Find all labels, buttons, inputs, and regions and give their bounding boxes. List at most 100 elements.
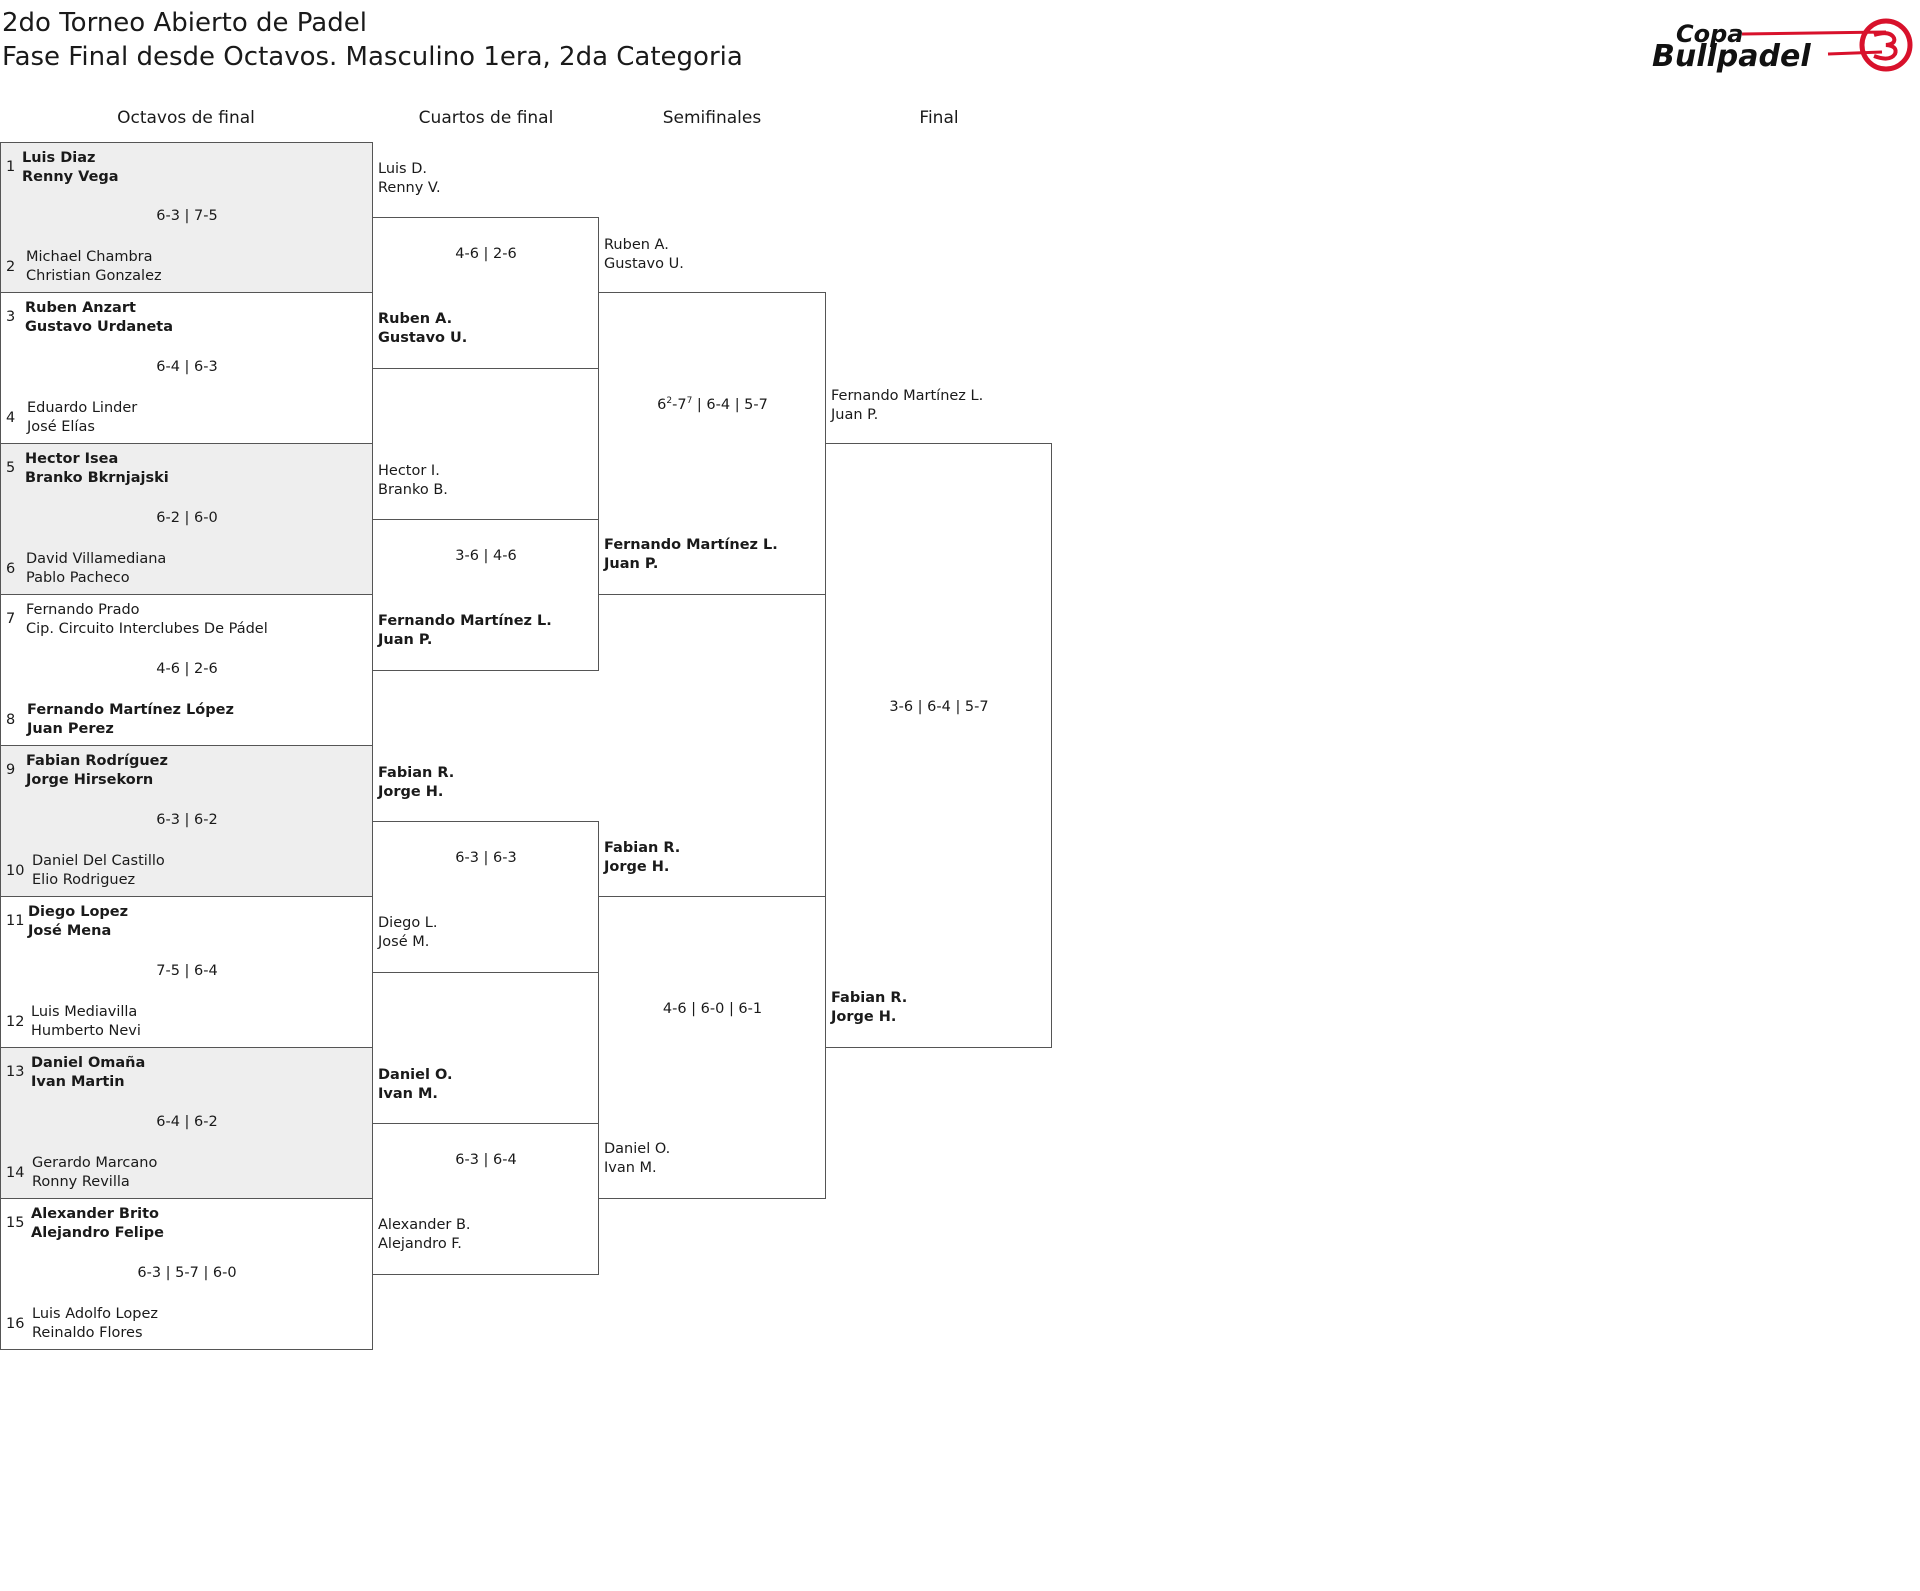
seed: 3 [6,309,16,325]
player-name: Daniel Omaña [31,1055,146,1071]
page-title: 2do Torneo Abierto de Padel [2,8,367,38]
match-score: 7-5 | 6-4 [156,963,218,979]
cuartos-2-top: Hector I. Branko B. [378,462,448,500]
player-name: Alejandro F. [378,1236,462,1252]
player-name: Fabian Rodríguez [26,753,168,769]
seed: 11 [6,913,25,929]
final-top: Fernando Martínez L. Juan P. [831,387,983,425]
page-subtitle: Fase Final desde Octavos. Masculino 1era… [2,42,743,72]
player-name: Luis D. [378,161,427,177]
match-score: 6-3 | 6-2 [156,812,218,828]
match-score: 4-6 | 6-0 | 6-1 [662,1001,763,1017]
match-score: 62-77 | 6-4 | 5-7 [657,396,768,413]
semis-1-top: Ruben A. Gustavo U. [604,236,684,274]
player-name: Ivan Martin [31,1074,125,1090]
player-name: Fernando Martínez López [27,702,234,718]
player-name: Jorge H. [378,784,444,800]
match-score: 6-3 | 6-3 [455,850,517,866]
player-name: Ruben A. [378,311,453,327]
player-name: Diego Lopez [28,904,129,920]
seed: 2 [6,259,16,275]
cuartos-4-top: Daniel O. Ivan M. [378,1066,452,1104]
round-header-final: Final [919,108,959,128]
player-name: Pablo Pacheco [26,570,130,586]
match-score: 6-4 | 6-3 [156,359,218,375]
player-name: Hector I. [378,463,440,479]
player-name: Juan P. [831,407,879,423]
player-name: Ruben Anzart [25,300,136,316]
match-cuartos-1: 4-6 | 2-6 Ruben A.Gustavo U. [372,217,599,369]
player-name: Fabian R. [378,765,455,781]
player-name: Alexander Brito [31,1206,159,1222]
player-name: Branko Bkrnjajski [25,470,169,486]
seed: 12 [6,1014,25,1030]
player-name: Gustavo U. [604,256,684,272]
player-name: Luis Adolfo Lopez [32,1306,158,1322]
round-header-cuartos: Cuartos de final [418,108,554,128]
player-name: Elio Rodriguez [32,872,136,888]
player-name: Christian Gonzalez [26,268,162,284]
player-name: Ronny Revilla [32,1174,130,1190]
player-name: Ivan M. [378,1086,438,1102]
match-score: 3-6 | 4-6 [455,548,517,564]
match-score: 6-3 | 6-4 [455,1152,517,1168]
player-name: Michael Chambra [26,249,153,265]
match-score: 6-3 | 7-5 [156,208,218,224]
player-name: Cip. Circuito Interclubes De Pádel [26,621,268,637]
player-name: Alejandro Felipe [31,1225,164,1241]
match-score: 6-2 | 6-0 [156,510,218,526]
seed: 16 [6,1316,25,1332]
player-name: Alexander B. [378,1217,471,1233]
player-name: Fernando Martínez L. [831,388,984,404]
player-name: Daniel O. [378,1067,453,1083]
player-name: Renny V. [378,180,441,196]
seed: 15 [6,1215,25,1231]
player-name: Juan Perez [27,721,114,737]
player-name: Jorge Hirsekorn [26,772,154,788]
player-name: Fernando Prado [26,602,140,618]
player-name: Humberto Nevi [31,1023,141,1039]
seed: 5 [6,460,16,476]
seed: 8 [6,712,16,728]
player-name: Juan P. [604,556,659,572]
player-name: Ruben A. [604,237,669,253]
player-name: Eduardo Linder [27,400,138,416]
match-final: 3-6 | 6-4 | 5-7 Fabian R. Jorge H. [825,443,1052,1048]
player-name: José Mena [28,923,112,939]
cuartos-3-top: Fabian R. Jorge H. [378,764,454,802]
player-name: José M. [378,934,430,950]
player-name: Branko B. [378,482,448,498]
match-score: 4-6 | 2-6 [455,246,517,262]
svg-text:Copa: Copa [1676,20,1743,48]
player-name: Renny Vega [22,169,119,185]
player-name: Juan P. [378,632,433,648]
match-score: 3-6 | 6-4 | 5-7 [889,699,989,715]
svg-text:Bullpadel: Bullpadel [1652,39,1811,74]
player-name: Fabian R. [831,990,908,1006]
match-cuartos-2: 3-6 | 4-6 Fernando Martínez L.Juan P. [372,519,599,671]
player-name: Daniel Del Castillo [32,853,165,869]
player-name: Ivan M. [604,1160,657,1176]
player-name: José Elías [27,419,95,435]
player-name: Reinaldo Flores [32,1325,143,1341]
player-name: Hector Isea [25,451,119,467]
round-header-octavos: Octavos de final [117,108,255,128]
seed: 10 [6,863,25,879]
cuartos-1-top: Luis D. Renny V. [378,160,441,198]
seed: 4 [6,410,16,426]
match-semis-2: 4-6 | 6-0 | 6-1 Daniel O. Ivan M. [598,896,826,1199]
player-name: David Villamediana [26,551,167,567]
player-name: Diego L. [378,915,438,931]
match-score: 6-3 | 5-7 | 6-0 [137,1265,237,1281]
player-name: Jorge H. [831,1009,897,1025]
match-score: 4-6 | 2-6 [156,661,218,677]
player-name: Daniel O. [604,1141,671,1157]
